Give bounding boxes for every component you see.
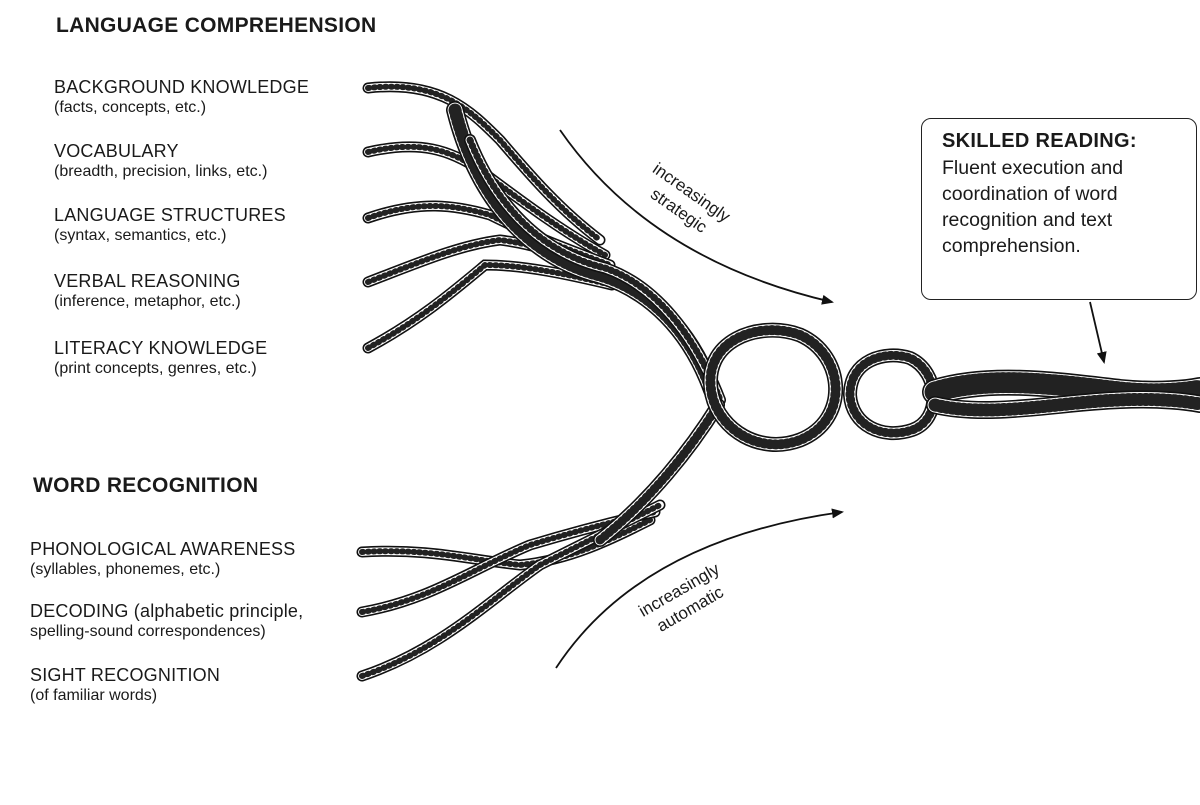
strand-name: PHONOLOGICAL AWARENESS bbox=[30, 539, 296, 559]
comprehension-rope-twist bbox=[464, 134, 726, 406]
skilled-reading-box: SKILLED READING: Fluent execution and co… bbox=[921, 118, 1197, 300]
strand-sight-recognition: SIGHT RECOGNITION (of familiar words) bbox=[30, 664, 220, 706]
strand-name: LANGUAGE STRUCTURES bbox=[54, 205, 286, 225]
strand-name: BACKGROUND KNOWLEDGE bbox=[54, 77, 310, 97]
strand-detail: spelling-sound correspondences) bbox=[30, 623, 266, 640]
rope-loop-large bbox=[702, 322, 844, 452]
strand-background-knowledge: BACKGROUND KNOWLEDGE (facts, concepts, e… bbox=[54, 76, 309, 118]
word-recognition-heading: WORD RECOGNITION bbox=[33, 474, 259, 497]
strategic-arrow bbox=[559, 129, 834, 305]
rope-loop-small bbox=[842, 348, 941, 441]
strand-name: DECODING (alphabetic principle, bbox=[30, 601, 304, 621]
strand-detail: (print concepts, genres, etc.) bbox=[54, 360, 257, 377]
strand-name: LITERACY KNOWLEDGE bbox=[54, 338, 268, 358]
skilled-reading-rope-twist bbox=[926, 390, 1200, 420]
strand-vocabulary: VOCABULARY (breadth, precision, links, e… bbox=[54, 140, 267, 182]
braided-rope bbox=[446, 101, 1200, 547]
strand-language-structures: LANGUAGE STRUCTURES (syntax, semantics, … bbox=[54, 204, 286, 246]
strand-verbal-reasoning: VERBAL REASONING (inference, metaphor, e… bbox=[54, 270, 241, 312]
strand-decoding: DECODING (alphabetic principle, spelling… bbox=[30, 600, 303, 642]
automatic-arrow bbox=[555, 508, 844, 669]
strand-name: VOCABULARY bbox=[54, 141, 179, 161]
skilled-reading-description: Fluent execution and coordination of wor… bbox=[942, 157, 1124, 257]
strand-detail: (syntax, semantics, etc.) bbox=[54, 227, 227, 244]
strand-detail: (of familiar words) bbox=[30, 687, 158, 704]
strand-phonological-awareness: PHONOLOGICAL AWARENESS (syllables, phone… bbox=[30, 538, 295, 580]
strand-detail: (syllables, phonemes, etc.) bbox=[30, 561, 221, 578]
comprehension-strand-5 bbox=[362, 259, 618, 354]
rope-strands bbox=[356, 81, 666, 682]
box-pointer-arrow bbox=[1089, 301, 1107, 364]
recognition-rope bbox=[593, 398, 725, 547]
comprehension-strand-1 bbox=[362, 81, 606, 246]
skilled-reading-title: SKILLED READING: bbox=[942, 130, 1137, 152]
language-comprehension-heading: LANGUAGE COMPREHENSION bbox=[56, 14, 377, 37]
strand-name: VERBAL REASONING bbox=[54, 271, 241, 291]
strand-name: SIGHT RECOGNITION bbox=[30, 665, 221, 685]
strand-detail: (facts, concepts, etc.) bbox=[54, 99, 207, 116]
strand-detail: (inference, metaphor, etc.) bbox=[54, 293, 241, 310]
strand-detail: (breadth, precision, links, etc.) bbox=[54, 163, 268, 180]
strand-literacy-knowledge: LITERACY KNOWLEDGE (print concepts, genr… bbox=[54, 337, 267, 379]
